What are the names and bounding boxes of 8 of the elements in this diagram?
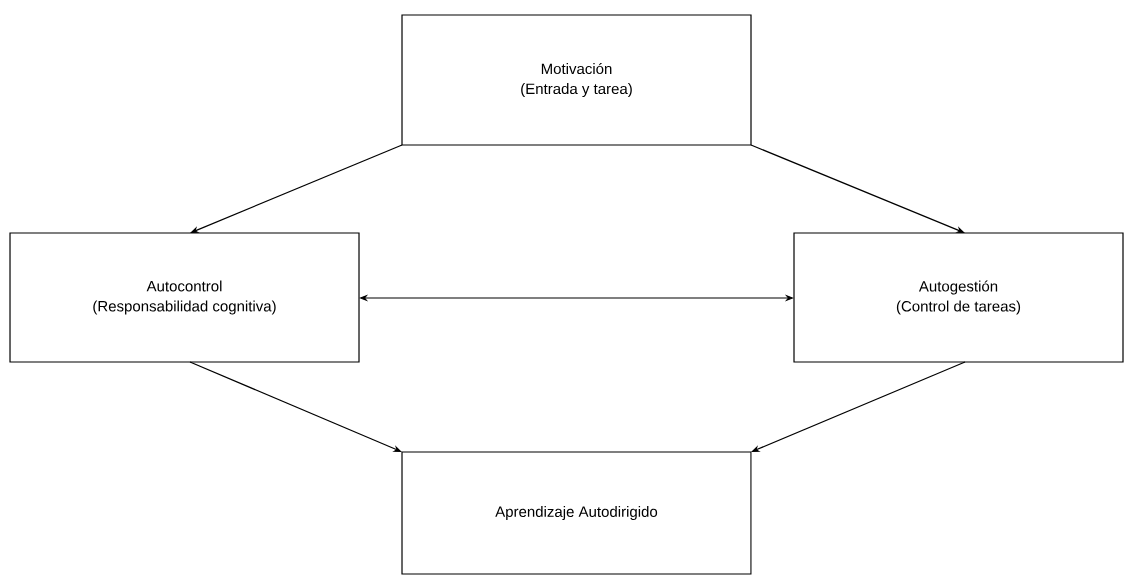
process-box: Autocontrol (Responsabilidad cognitiva): [9, 232, 360, 363]
arrow: [751, 361, 966, 452]
process-box: Autogestión (Control de tareas): [793, 232, 1124, 363]
arrow: [750, 144, 965, 233]
process-box: Motivación (Entrada y tarea): [401, 14, 752, 146]
arrow: [189, 361, 402, 452]
arrow: [190, 144, 403, 233]
process-box: Aprendizaje Autodirigido: [401, 451, 752, 575]
